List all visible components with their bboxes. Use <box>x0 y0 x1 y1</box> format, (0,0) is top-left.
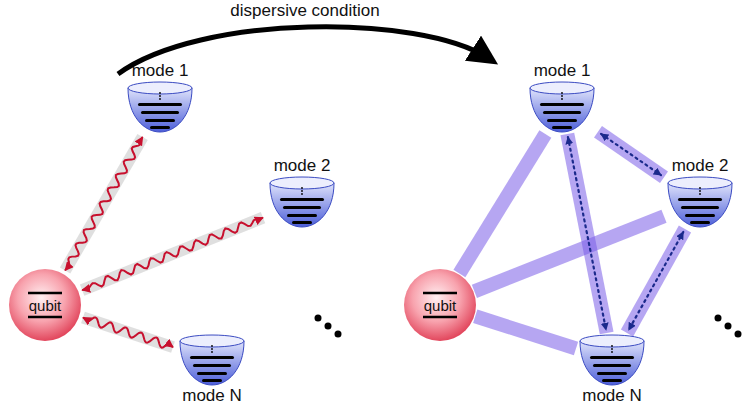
qubit-label: qubit <box>8 268 82 342</box>
oscillator-well <box>176 333 248 387</box>
ellipsis-dots <box>315 315 342 338</box>
qubit-label: qubit <box>403 268 477 342</box>
coupling-arrow <box>82 218 263 290</box>
transform-label: dispersive condition <box>230 1 379 21</box>
mode-oscillator: mode 2 <box>655 157 745 229</box>
oscillator-well <box>664 175 736 229</box>
dispersive-band <box>475 316 576 348</box>
ellipsis-dots <box>715 315 742 338</box>
mode-oscillator: mode 2 <box>257 157 347 229</box>
qubit-circle: qubit <box>8 268 82 342</box>
coupling-arrow <box>83 317 173 347</box>
mode-oscillator: mode N <box>567 333 657 405</box>
mode-label: mode 1 <box>534 62 591 80</box>
coupling-arrow <box>65 137 142 270</box>
cross-kerr-arrow <box>567 134 606 333</box>
mode-label: mode 2 <box>672 157 729 175</box>
mode-label: mode 2 <box>274 157 331 175</box>
oscillator-well <box>124 80 196 134</box>
oscillator-well <box>576 333 648 387</box>
qubit-circle: qubit <box>403 268 477 342</box>
mode-label: mode N <box>182 387 242 405</box>
mode-oscillator: mode 1 <box>517 62 607 134</box>
cross-kerr-arrow <box>598 132 664 177</box>
oscillator-well <box>526 80 598 134</box>
dispersive-band <box>459 134 545 274</box>
mode-oscillator: mode N <box>167 333 257 405</box>
mode-label: mode 1 <box>132 62 189 80</box>
mode-label: mode N <box>582 387 642 405</box>
cross-kerr-arrow <box>627 229 685 333</box>
mode-oscillator: mode 1 <box>115 62 205 134</box>
dispersive-band <box>474 216 664 291</box>
oscillator-well <box>266 175 338 229</box>
